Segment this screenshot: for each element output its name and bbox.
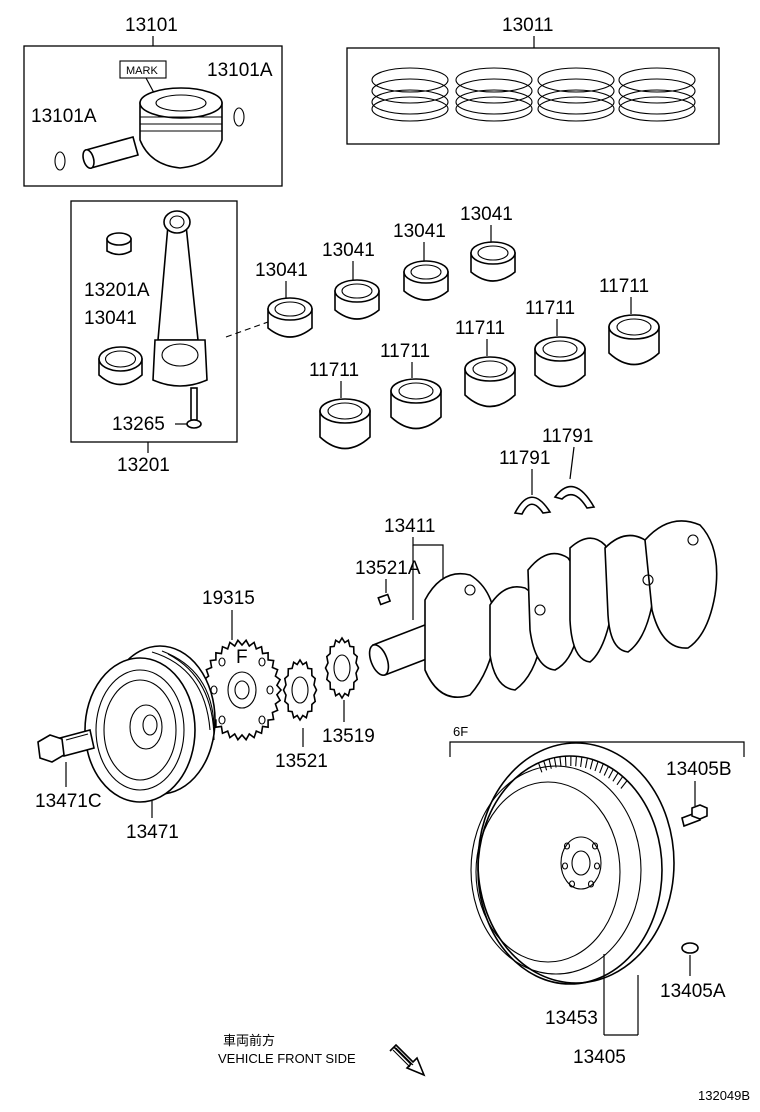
ring-set-box [346,47,720,145]
sprocket-f-mark: F [236,647,248,668]
direction-label-en: VEHICLE FRONT SIDE [218,1051,356,1066]
label-13201: 13201 [117,455,170,476]
crank-bearing-1 [267,297,313,338]
pulley-bolt-13471c: 13471C [35,729,102,812]
label-13405a: 13405A [660,981,726,1002]
label-11711-1: 11711 [309,360,359,381]
rod-to-bearing-guide [225,321,269,338]
crank-bearing-3 [403,260,449,301]
crank-web-6 [644,520,718,649]
crankshaft: 13411 [368,516,718,698]
label-11711-3: 11711 [455,318,505,339]
label-11711-5: 11711 [599,276,649,297]
label-13041-1: 13041 [255,260,308,281]
sprocket-hub [227,671,257,709]
piston-group: 13101 13101A 13101A MARK [23,15,283,187]
timing-sprocket-19315: 19315 F [201,588,283,742]
ring-stack-3 [537,67,615,122]
piston-ring-set: 13011 [346,15,720,145]
label-13453: 13453 [545,1008,598,1029]
main-bearing-5 [608,314,660,366]
variant-label-6f: 6F [453,724,468,739]
main-bearing-3 [464,356,516,408]
snap-ring-left [54,151,66,171]
label-13265: 13265 [112,414,165,435]
ring-stack-2 [455,67,533,122]
snap-ring-right [233,107,245,127]
rod-bolt-13265 [186,387,202,429]
connecting-rod-group: 13201A 13041 13265 13201 [70,200,269,476]
label-13041-4: 13041 [460,204,513,225]
label-11711-4: 11711 [525,298,575,319]
label-13101a-right: 13101A [207,60,273,81]
main-bearings-11711: 11711 11711 11711 11711 11711 [309,276,660,450]
arrow-icon [389,1043,426,1077]
key-13521a: 13521A [355,558,421,606]
label-13011: 13011 [502,15,553,36]
ring-gear [477,755,663,985]
gear-13519: 13519 [322,636,375,747]
mark-tag [119,60,167,79]
drive-plate-13453 [470,742,675,984]
mark-label: MARK [126,65,158,77]
label-13041-3: 13041 [393,221,446,242]
thrust-washer-2 [553,485,596,509]
crank-bearing-2 [334,279,380,320]
main-bearing-1 [319,398,371,450]
connecting-rod-box [70,200,238,443]
label-13471: 13471 [126,822,179,843]
main-bearing-2 [390,378,442,430]
label-13521: 13521 [275,751,328,772]
sprocket-bore [234,680,250,700]
piston-pin [82,136,139,170]
label-13041-rod: 13041 [84,308,137,329]
gear-13521: 13521 [275,658,328,772]
label-11791-2: 11791 [499,448,550,469]
crank-bearings-13041: 13041 13041 13041 13041 [255,204,516,338]
label-13519: 13519 [322,726,375,747]
crank-web-1 [424,573,497,698]
label-13405: 13405 [573,1047,626,1068]
piston-group-box [23,45,283,187]
label-13101: 13101 [125,15,178,36]
bolt-13405b [681,804,708,828]
thrust-washers-11791: 11791 11791 [499,426,596,515]
label-13201a: 13201A [84,280,150,301]
thrust-washer-1 [513,496,552,515]
label-13041-2: 13041 [322,240,375,261]
label-13405b: 13405B [666,759,732,780]
ring-stack-1 [371,67,449,122]
label-13521a: 13521A [355,558,421,579]
label-19315: 19315 [202,588,255,609]
piston [139,87,223,169]
main-bearing-4 [534,336,586,388]
direction-label-jp: 車両前方 [223,1033,275,1048]
crank-bearing-4 [470,241,516,282]
label-11711-2: 11711 [380,341,430,362]
flywheel-group: 6F 13405B 13405A 13453 [449,724,745,1068]
rod-bearing-13041 [98,346,143,386]
connecting-rod [152,210,208,387]
vehicle-front-indicator: 車両前方 VEHICLE FRONT SIDE [218,1033,426,1077]
pin-13405a [681,942,699,954]
label-11791-1: 11791 [542,426,593,447]
label-13471c: 13471C [35,791,102,812]
label-13101a-left: 13101A [31,106,97,127]
bushing-13201a [106,232,132,256]
diagram-id: 132049B [698,1088,750,1103]
ring-stack-4 [618,67,696,122]
label-13411: 13411 [384,516,435,537]
crankshaft-pulley-13471: 13471 [84,645,216,843]
